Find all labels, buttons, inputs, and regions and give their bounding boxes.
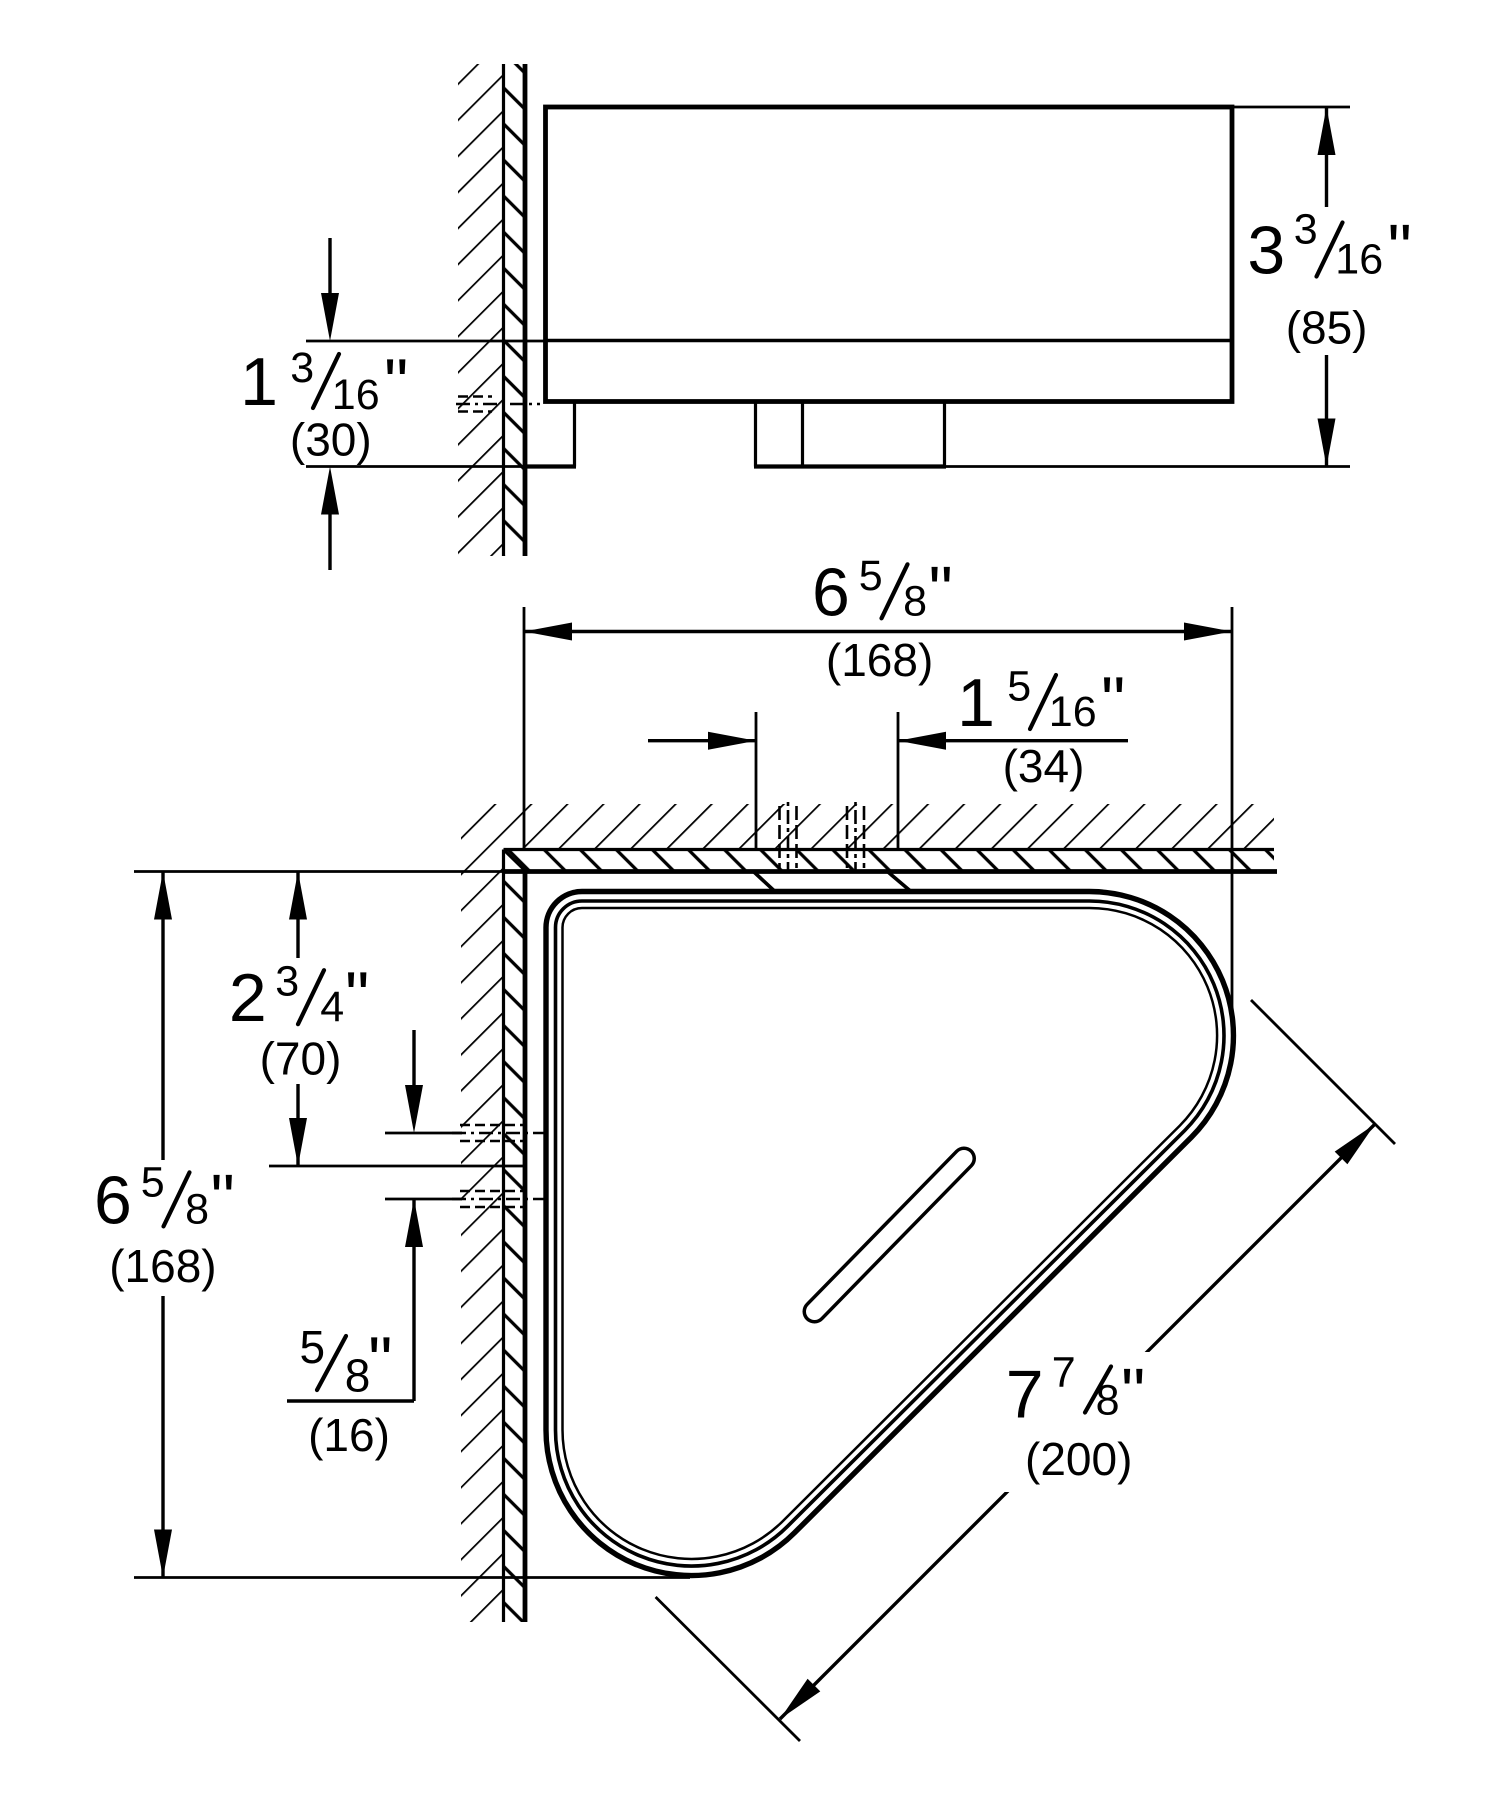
svg-text:4: 4: [320, 983, 344, 1031]
svg-text:3: 3: [290, 344, 314, 392]
svg-text:": ": [929, 552, 953, 628]
svg-text:(16): (16): [308, 1409, 390, 1461]
svg-text:": ": [1388, 211, 1412, 287]
svg-text:": ": [1121, 1355, 1145, 1431]
svg-text:3: 3: [1247, 213, 1285, 289]
svg-text:16: 16: [332, 371, 380, 419]
svg-text:7: 7: [1006, 1357, 1044, 1433]
svg-text:(30): (30): [290, 414, 372, 466]
svg-text:5: 5: [859, 552, 883, 600]
svg-text:1: 1: [957, 665, 995, 741]
svg-text:8: 8: [185, 1185, 209, 1233]
svg-text:16: 16: [1049, 688, 1097, 736]
svg-text:6: 6: [94, 1162, 132, 1238]
svg-text:8: 8: [345, 1350, 371, 1402]
svg-text:(70): (70): [260, 1033, 342, 1085]
svg-text:8: 8: [903, 577, 927, 625]
svg-text:6: 6: [812, 554, 850, 630]
svg-text:": ": [368, 1323, 392, 1399]
svg-text:": ": [345, 958, 369, 1034]
svg-text:2: 2: [229, 960, 267, 1036]
svg-text:5: 5: [1007, 663, 1031, 711]
svg-text:3: 3: [275, 958, 299, 1006]
svg-text:8: 8: [1096, 1377, 1120, 1425]
svg-text:16: 16: [1335, 236, 1383, 284]
svg-text:(34): (34): [1003, 740, 1085, 792]
svg-text:": ": [384, 345, 408, 421]
svg-text:3: 3: [1294, 206, 1318, 254]
svg-text:5: 5: [300, 1321, 326, 1373]
svg-text:1: 1: [240, 344, 278, 420]
svg-text:7: 7: [1052, 1349, 1076, 1397]
svg-text:(168): (168): [826, 634, 933, 686]
svg-text:": ": [1101, 663, 1125, 739]
svg-text:(200): (200): [1025, 1433, 1132, 1485]
svg-text:5: 5: [141, 1159, 165, 1207]
svg-text:(168): (168): [109, 1240, 216, 1292]
svg-text:(85): (85): [1286, 302, 1368, 354]
svg-text:": ": [211, 1160, 235, 1236]
